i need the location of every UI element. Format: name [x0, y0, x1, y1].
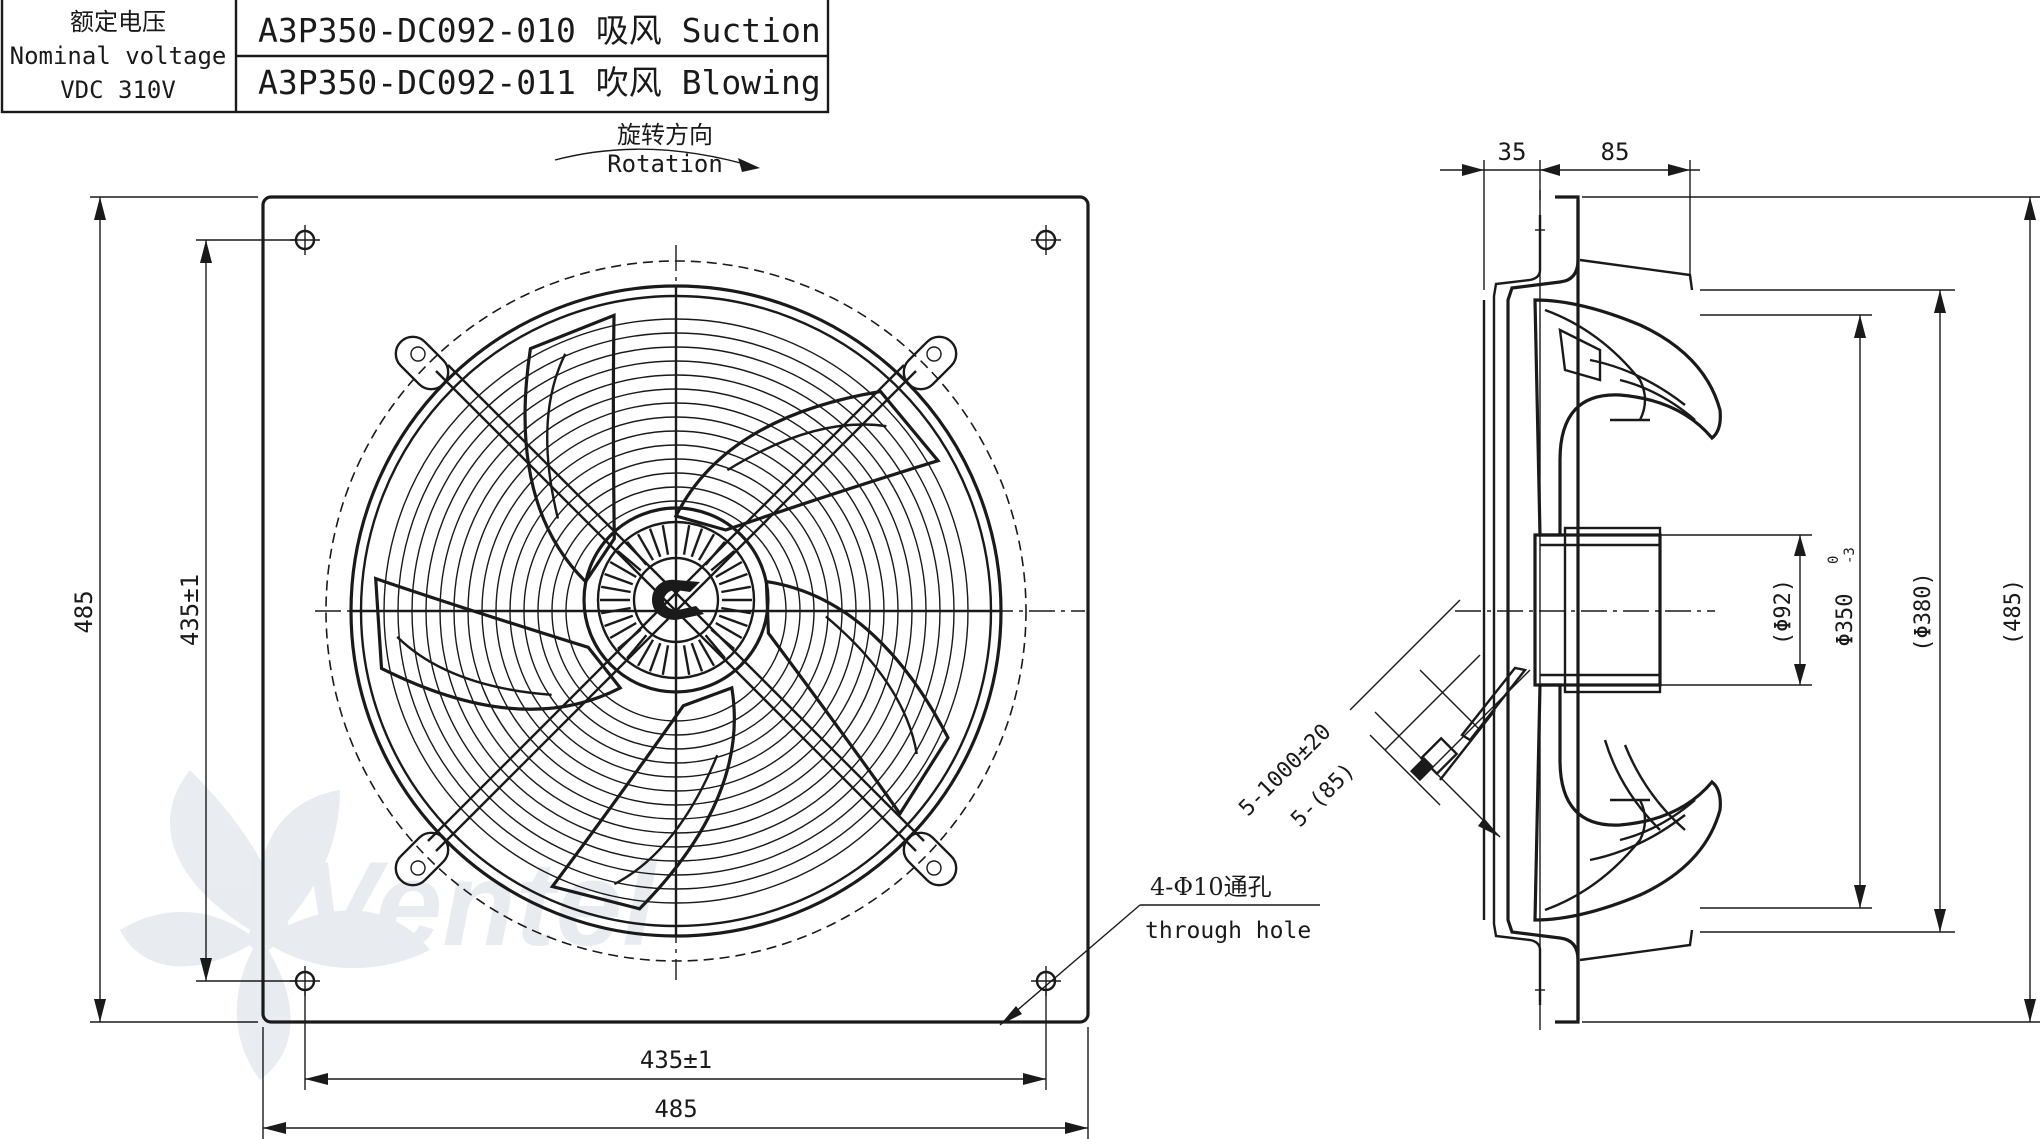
- impeller-diameter-dim: Φ350: [1833, 594, 1858, 647]
- front-view: 485 435±1 435±1 485: [70, 195, 1320, 1139]
- hub-fin: [617, 550, 642, 572]
- spec-table: 额定电压 Nominal voltage VDC 310V A3P350-DC0…: [0, 0, 830, 114]
- hub-fin: [648, 528, 662, 558]
- side-cable: [1409, 666, 1528, 782]
- hub-fin: [636, 533, 655, 561]
- side-view: 35 85 (Φ92) Φ350 0 -3: [1234, 138, 2040, 1030]
- hub-fin: [661, 524, 670, 555]
- side-dim-35: 35: [1498, 138, 1527, 166]
- hub-fin: [617, 628, 642, 650]
- hub-fin: [715, 560, 743, 579]
- side-dim-85: 85: [1601, 138, 1630, 166]
- mounting-hole-top-right: [1031, 225, 1061, 255]
- blade-rib: [613, 754, 719, 886]
- voltage-value: VDC 310V: [60, 76, 176, 104]
- hole-note-en: through hole: [1145, 918, 1311, 944]
- side-blades: [1533, 298, 1722, 922]
- model-blowing: A3P350-DC092-011 吹风 Blowing: [258, 63, 821, 102]
- rotation-indicator: 旋转方向 Rotation: [554, 121, 760, 178]
- brand-logo-icon: [652, 579, 704, 620]
- watermark: Ventel: [120, 770, 658, 1080]
- front-height-dim: 485: [70, 590, 98, 633]
- hub-fin: [697, 639, 716, 667]
- impeller-blade: [673, 389, 941, 532]
- side-top-dimensions: 35 85: [1440, 138, 1700, 290]
- watermark-fan-logo-icon: [120, 770, 430, 1080]
- hub-fin: [704, 634, 726, 659]
- hub-fin: [718, 572, 748, 586]
- fan-guard: [349, 284, 1003, 938]
- blade-rib: [546, 353, 567, 519]
- side-motor: [1533, 526, 1662, 694]
- blade-rib: [825, 615, 918, 755]
- ring-diameter-dim: (Φ380): [1911, 572, 1936, 651]
- hub-fin: [604, 572, 634, 586]
- hub-fin: [636, 639, 655, 667]
- impeller-blade: [523, 313, 616, 585]
- hub-fin: [682, 524, 691, 555]
- hub-fin: [690, 642, 704, 672]
- model-suction: A3P350-DC092-010 吸风 Suction: [258, 11, 821, 50]
- hole-vertical-dim: 435±1: [176, 574, 204, 646]
- hole-note-cn: 4-Φ10通孔: [1150, 873, 1272, 901]
- front-width-dim: 485: [654, 1095, 697, 1123]
- hub-fin: [710, 628, 735, 650]
- hub-fin: [600, 585, 631, 594]
- impeller-blade: [373, 576, 623, 711]
- hub-diameter-dim: (Φ92): [1771, 579, 1796, 645]
- hub-fin: [697, 533, 716, 561]
- blade-rib: [726, 423, 887, 472]
- mounting-plate: [261, 195, 1090, 1024]
- voltage-label-en: Nominal voltage: [10, 42, 227, 70]
- hub-fin: [600, 606, 631, 615]
- hub-fin: [715, 621, 743, 640]
- hub-fin: [721, 585, 752, 594]
- impeller-blade: [764, 579, 950, 817]
- hub-fin: [626, 634, 648, 659]
- side-right-dimensions: (Φ92) Φ350 0 -3 (Φ380): [1582, 196, 2040, 1023]
- hub-fin: [690, 528, 704, 558]
- blade-rib: [396, 636, 552, 696]
- rotation-label-en: Rotation: [607, 150, 723, 178]
- impeller-tol-upper: 0: [1826, 556, 1842, 564]
- voltage-label-cn: 额定电压: [70, 8, 166, 36]
- hole-horizontal-dim: 435±1: [640, 1046, 712, 1074]
- guard-tabs: [394, 335, 958, 887]
- overall-height-dim: (485): [2001, 579, 2026, 645]
- impeller-blades: [373, 313, 950, 911]
- impeller-blade: [549, 685, 736, 911]
- hub-fin: [704, 541, 726, 566]
- rotation-label-cn: 旋转方向: [617, 121, 713, 149]
- front-dimensions: 485 435±1 435±1 485: [70, 196, 1320, 1139]
- hub-fin: [718, 614, 748, 628]
- motor-hub: [582, 506, 770, 694]
- hub-fin: [682, 645, 691, 676]
- hub-fin: [626, 541, 648, 566]
- impeller-tol-lower: -3: [1842, 547, 1858, 564]
- watermark-brand: Ventel: [300, 837, 658, 971]
- hub-fin: [721, 606, 752, 615]
- hub-fin: [710, 550, 735, 572]
- hub-fin: [604, 614, 634, 628]
- hub-fin: [609, 560, 637, 579]
- hub-fin: [648, 642, 662, 672]
- rotation-arrow-icon: [554, 148, 759, 169]
- hub-fin: [609, 621, 637, 640]
- hub-fin: [661, 645, 670, 676]
